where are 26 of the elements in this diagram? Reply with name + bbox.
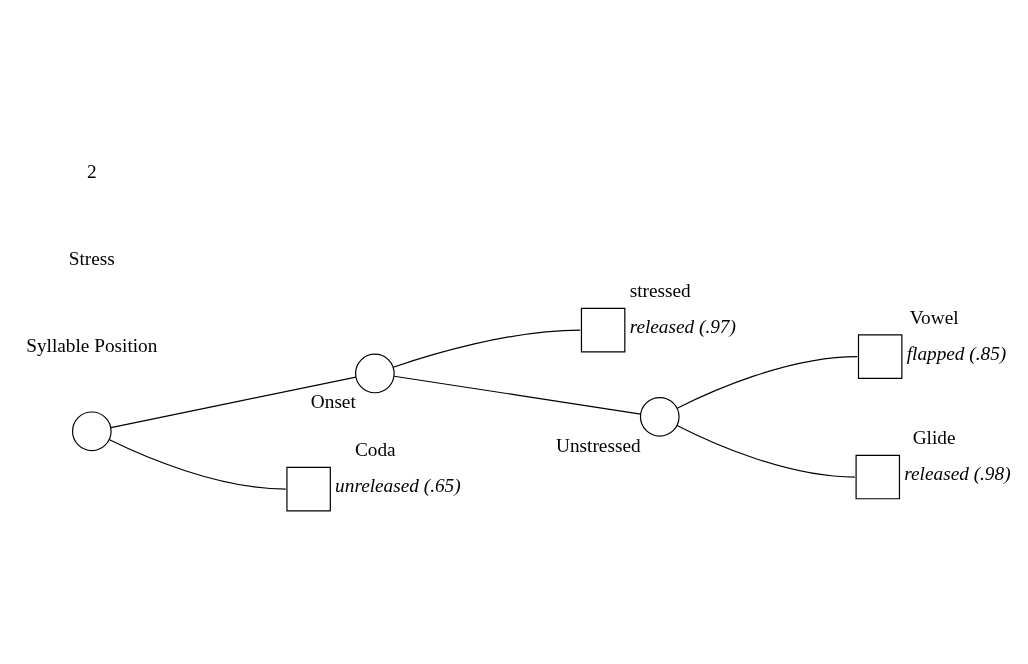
connector — [108, 438, 287, 490]
connector — [393, 375, 642, 415]
label: Stress — [68, 247, 115, 269]
connector — [676, 355, 858, 409]
node-box — [286, 466, 331, 511]
node-box — [857, 333, 903, 379]
label: 2 — [86, 160, 97, 182]
node-label: Onset — [310, 390, 356, 412]
node-label: Vowel — [909, 306, 959, 328]
node-label: released (.98) — [904, 462, 1011, 484]
node-box — [855, 454, 901, 499]
node-circle — [71, 410, 112, 451]
node-circle — [639, 396, 680, 437]
node-label: stressed — [629, 279, 691, 301]
connector — [110, 376, 357, 428]
node-box — [580, 307, 626, 352]
node-label: Glide — [912, 426, 956, 448]
node-label: released (.97) — [629, 315, 736, 337]
node-label: Unstressed — [556, 434, 641, 456]
node-label: unreleased (.65) — [335, 474, 461, 496]
node-circle — [355, 353, 395, 393]
connector — [676, 424, 856, 478]
label: Syllable Position — [26, 334, 158, 356]
node-label: Coda — [355, 438, 396, 460]
connector — [392, 329, 581, 368]
node-label: flapped (.85) — [906, 342, 1007, 364]
